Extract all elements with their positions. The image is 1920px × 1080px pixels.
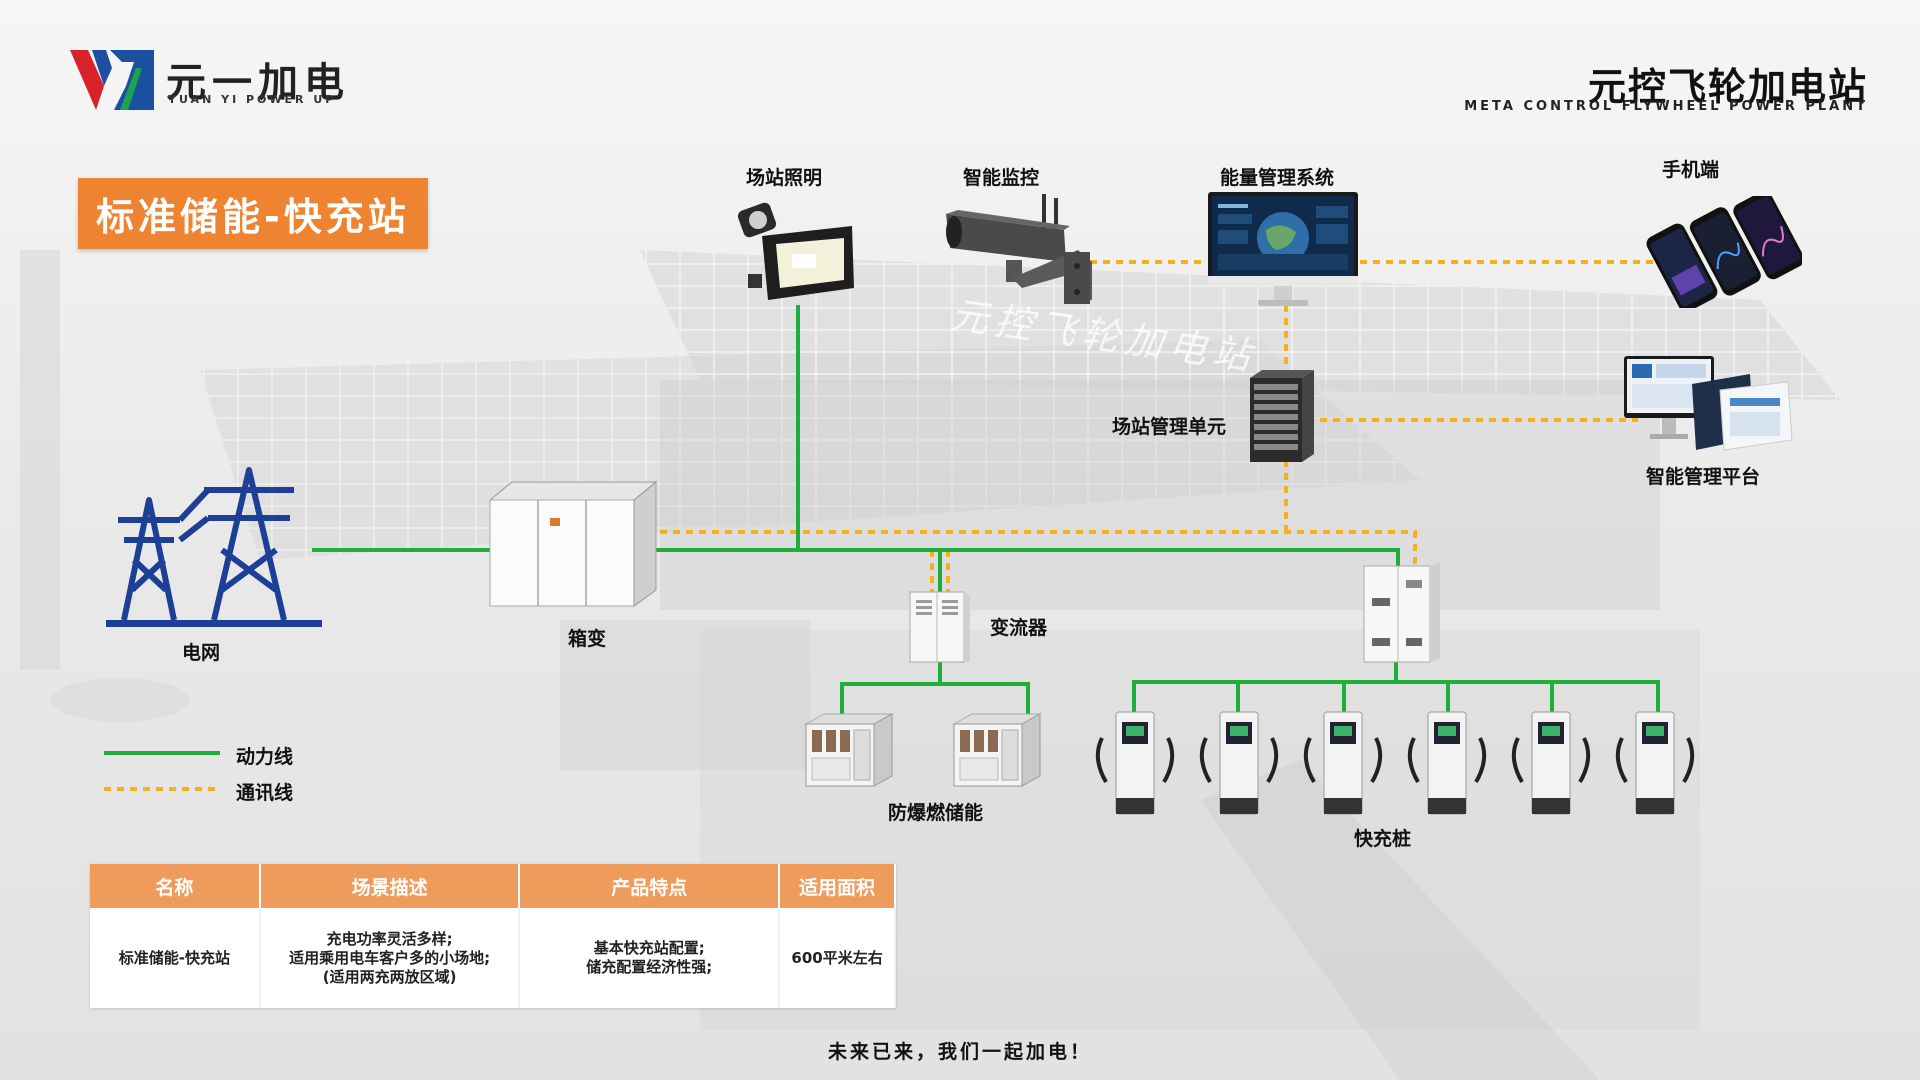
label-platform: 智能管理平台	[1646, 466, 1761, 488]
power-lines	[312, 305, 1660, 718]
fast-charger-icon	[1511, 711, 1591, 815]
flood-light-icon	[737, 202, 854, 300]
scenario-line: (适用两充两放区域)	[322, 967, 457, 986]
table-header-row: 名称 场景描述 产品特点 适用面积	[90, 864, 896, 908]
label-mobile: 手机端	[1662, 159, 1720, 181]
label-transformer: 箱变	[568, 628, 607, 650]
feature-line: 基本快充站配置;	[593, 939, 705, 957]
charging-cabinet-icon	[1363, 562, 1440, 663]
label-ems: 能量管理系统	[1220, 167, 1335, 189]
fast-charger-icon	[1095, 711, 1175, 815]
table-header-cell: 名称	[90, 864, 261, 908]
info-table: 名称 场景描述 产品特点 适用面积 标准储能-快充站 充电功率灵活多样; 适用乘…	[90, 864, 896, 1008]
label-station-unit: 场站管理单元	[1112, 416, 1227, 438]
table-cell-scenario: 充电功率灵活多样; 适用乘用电车客户多的小场地; (适用两充两放区域)	[259, 908, 521, 1008]
server-rack-icon	[1250, 370, 1314, 462]
scenario-badge: 标准储能-快充站	[78, 178, 428, 249]
scenario-line: 充电功率灵活多样;	[326, 929, 453, 948]
brand-name: 元一加电	[166, 60, 350, 106]
energy-storage-icon	[804, 713, 894, 787]
mobile-phones-icon	[1646, 196, 1802, 308]
label-storage: 防爆燃储能	[888, 802, 984, 824]
management-platform-icon	[1624, 356, 1793, 451]
table-cell-name: 标准储能-快充站	[90, 908, 261, 1008]
brand-logo-mark	[70, 50, 154, 110]
legend-comm-swatch	[104, 787, 220, 791]
label-lighting: 场站照明	[746, 167, 823, 189]
label-monitoring: 智能监控	[963, 167, 1040, 189]
comm-lines	[660, 260, 1688, 594]
table-header-cell: 产品特点	[519, 864, 781, 908]
label-grid: 电网	[182, 642, 221, 664]
box-transformer-icon	[488, 480, 658, 607]
legend-comm-label: 通讯线	[236, 782, 294, 804]
security-camera-icon	[946, 194, 1092, 304]
power-tower-icon	[106, 467, 322, 627]
fast-charger-icon	[1407, 711, 1487, 815]
table-row: 标准储能-快充站 充电功率灵活多样; 适用乘用电车客户多的小场地; (适用两充两…	[90, 908, 896, 1008]
footer-slogan: 未来已来，我们一起加电！	[827, 1041, 1092, 1063]
table-header-cell: 场景描述	[259, 864, 521, 908]
scenario-line: 适用乘用电车客户多的小场地;	[289, 948, 491, 967]
energy-storage-icon	[952, 713, 1042, 787]
table-header-cell: 适用面积	[779, 864, 896, 908]
table-cell-area: 600平米左右	[779, 908, 896, 1008]
feature-line: 储充配置经济性强;	[586, 958, 713, 976]
label-converter: 变流器	[990, 617, 1048, 639]
fast-charger-icon	[1303, 711, 1383, 815]
fast-charger-icon	[1615, 711, 1695, 815]
legend-power-label: 动力线	[236, 746, 294, 768]
brand-subtitle: YUAN YI POWER UP	[168, 93, 337, 106]
legend-power-swatch	[104, 751, 220, 755]
table-cell-features: 基本快充站配置; 储充配置经济性强;	[519, 908, 781, 1008]
page-title: 元控飞轮加电站	[1587, 65, 1868, 109]
label-fast-charger: 快充桩	[1354, 828, 1412, 850]
fast-charger-icon	[1199, 711, 1279, 815]
ems-monitor-icon	[1208, 192, 1358, 306]
converter-cabinet-icon	[909, 591, 970, 663]
page-subtitle: META CONTROL FLYWHEEL POWER PLANT	[1464, 99, 1868, 114]
